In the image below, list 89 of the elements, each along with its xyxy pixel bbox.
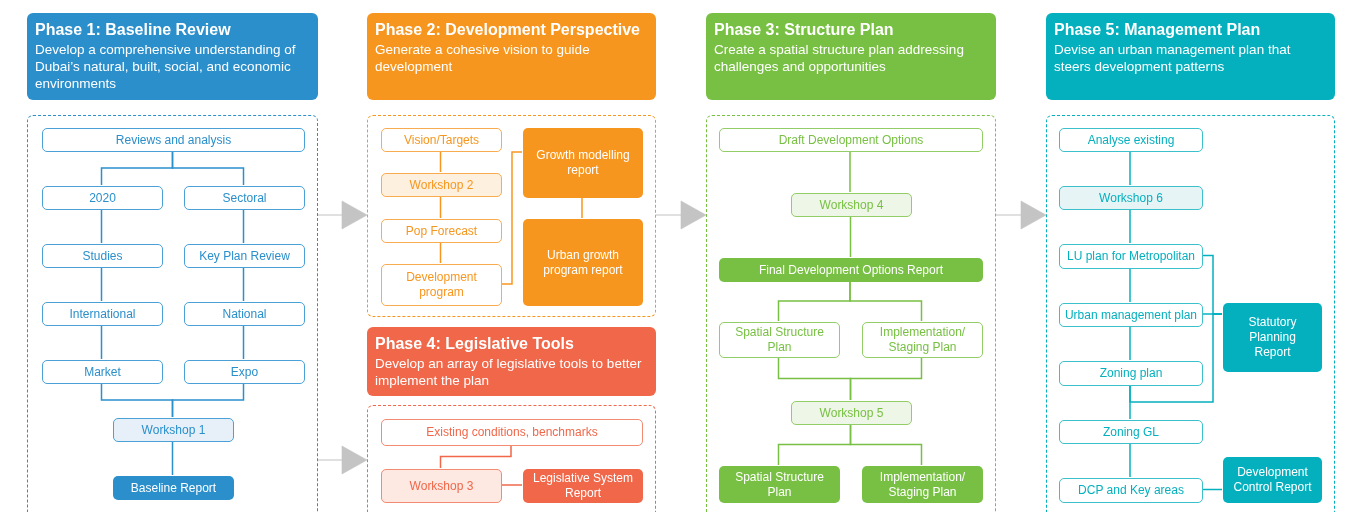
- step-box: Expo: [184, 360, 305, 384]
- phase-header: [1046, 13, 1335, 100]
- workshop-box: Workshop 6: [1059, 186, 1203, 210]
- connector-line: [849, 423, 923, 466]
- phase-frame: [367, 115, 656, 317]
- report-box: Growth modelling report: [523, 128, 643, 198]
- connector-line: [1129, 267, 1131, 303]
- phase-frame: [367, 405, 656, 512]
- phase-frame: [27, 115, 318, 512]
- workshop-box: Workshop 3: [381, 469, 502, 503]
- report-box: Urban growth program report: [523, 219, 643, 306]
- phase-header: [706, 13, 996, 100]
- phase-title: Phase 3: Structure Plan: [714, 20, 895, 40]
- workshop-box: Workshop 4: [791, 193, 912, 217]
- connector-line: [439, 444, 512, 469]
- connector-line: [1129, 208, 1131, 244]
- step-box: Pop Forecast: [381, 219, 502, 243]
- report-box: Final Development Options Report: [719, 258, 983, 282]
- step-box: Implementation/ Staging Plan: [862, 322, 983, 358]
- connector-line: [1129, 442, 1131, 478]
- connector-line: [171, 382, 245, 418]
- phase-header: [367, 13, 656, 100]
- report-box: Implementation/ Staging Plan: [862, 466, 983, 503]
- phase-frame: [1046, 115, 1335, 512]
- step-box: Zoning GL: [1059, 420, 1203, 444]
- connector-line: [849, 150, 851, 193]
- connector-line: [439, 195, 442, 219]
- connector-line: [500, 484, 523, 486]
- flow-arrow: [995, 200, 1047, 230]
- flow-arrow: [317, 445, 368, 475]
- step-box: Spatial Structure Plan: [719, 322, 840, 358]
- phase-description: Devise an urban management plan that steers development patterns: [1054, 41, 1292, 75]
- workshop-box: Workshop 1: [113, 418, 234, 442]
- connector-line: [242, 266, 245, 302]
- step-box: Draft Development Options: [719, 128, 983, 152]
- phase-description: Create a spatial structure plan addressing challenges and opportunities: [714, 41, 965, 75]
- report-box: Legislative System Report: [523, 469, 643, 503]
- step-box: 2020: [42, 186, 163, 210]
- connector-line: [100, 266, 103, 302]
- step-box: Key Plan Review: [184, 244, 305, 268]
- workshop-box: Workshop 5: [791, 401, 912, 425]
- connector-line: [171, 440, 174, 476]
- connector-line: [581, 196, 583, 219]
- phase-header: [27, 13, 318, 100]
- connector-line: [100, 324, 103, 360]
- connector-line: [849, 280, 923, 322]
- connector-line: [1129, 313, 1223, 403]
- flow-arrow: [317, 200, 368, 230]
- step-box: Studies: [42, 244, 163, 268]
- step-box: Analyse existing: [1059, 128, 1203, 152]
- connector-line: [171, 150, 245, 186]
- phase-title: Phase 1: Baseline Review: [35, 20, 232, 40]
- step-box: Market: [42, 360, 163, 384]
- phase-title: Phase 5: Management Plan: [1054, 20, 1262, 40]
- flow-arrow: [655, 200, 707, 230]
- connector-line: [242, 324, 245, 360]
- phase-header: [367, 327, 656, 396]
- connector-line: [439, 150, 442, 173]
- report-box: Development Control Report: [1223, 457, 1322, 503]
- step-box: International: [42, 302, 163, 326]
- step-box: Sectoral: [184, 186, 305, 210]
- connector-line: [500, 151, 523, 285]
- step-box: Development program: [381, 264, 502, 306]
- connector-line: [439, 241, 442, 264]
- step-box: Urban management plan: [1059, 303, 1203, 327]
- step-box: LU plan for Metropolitan: [1059, 244, 1203, 269]
- phase-description: Develop an array of legislative tools to better implement the plan: [375, 355, 643, 389]
- report-box: Baseline Report: [113, 476, 234, 500]
- phase-title: Phase 2: Development Perspective: [375, 20, 641, 40]
- step-box: Zoning plan: [1059, 361, 1203, 386]
- step-box: National: [184, 302, 305, 326]
- connector-line: [849, 356, 923, 401]
- connector-line: [1201, 488, 1223, 491]
- phase-description: Generate a cohesive vision to guide development: [375, 41, 591, 75]
- report-box: Statutory Planning Report: [1223, 303, 1322, 372]
- connector-line: [1129, 150, 1131, 186]
- report-box: Spatial Structure Plan: [719, 466, 840, 503]
- phase-title: Phase 4: Legislative Tools: [375, 334, 575, 354]
- step-box: Reviews and analysis: [42, 128, 305, 152]
- connector-line: [849, 215, 852, 258]
- connector-line: [1129, 325, 1131, 361]
- step-box: DCP and Key areas: [1059, 478, 1203, 503]
- phase-description: Develop a comprehensive understanding of Dubai’s natural, built, social, and economic environments: [35, 41, 297, 92]
- workshop-box: Workshop 2: [381, 173, 502, 197]
- connector-line: [242, 208, 245, 244]
- connector-line: [100, 208, 103, 244]
- step-box: Existing conditions, benchmarks: [381, 419, 643, 446]
- step-box: Vision/Targets: [381, 128, 502, 152]
- phase-frame: [706, 115, 996, 512]
